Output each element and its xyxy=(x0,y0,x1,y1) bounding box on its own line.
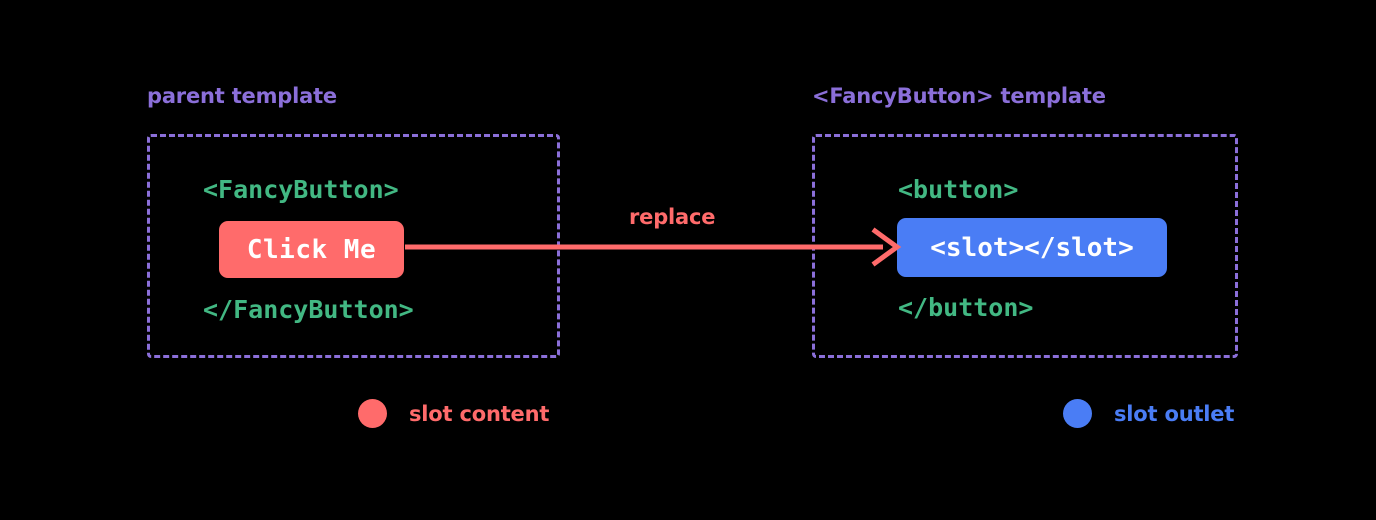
replace-arrow-icon xyxy=(405,227,902,267)
code-close-fancybutton-tag: </FancyButton> xyxy=(203,295,414,324)
legend-item-slot-outlet: slot outlet xyxy=(1063,399,1234,428)
slot-content-chip: Click Me xyxy=(219,221,404,278)
code-open-fancybutton-tag: <FancyButton> xyxy=(203,175,399,204)
legend-dot-slot-outlet-icon xyxy=(1063,399,1092,428)
replace-arrow-label: replace xyxy=(629,205,716,229)
fancybutton-template-caption: <FancyButton> template xyxy=(812,84,1106,108)
slot-content-label: Click Me xyxy=(246,234,377,265)
parent-template-caption: parent template xyxy=(147,84,337,108)
legend-label-slot-content: slot content xyxy=(409,401,550,426)
code-open-button-tag: <button> xyxy=(898,175,1019,204)
code-close-button-tag: </button> xyxy=(898,293,1034,322)
legend-label-slot-outlet: slot outlet xyxy=(1114,401,1235,426)
slot-outlet-chip: <slot></slot> xyxy=(897,218,1167,277)
slot-outlet-label: <slot></slot> xyxy=(930,232,1134,263)
legend-item-slot-content: slot content xyxy=(358,399,549,428)
legend-dot-slot-content-icon xyxy=(358,399,387,428)
